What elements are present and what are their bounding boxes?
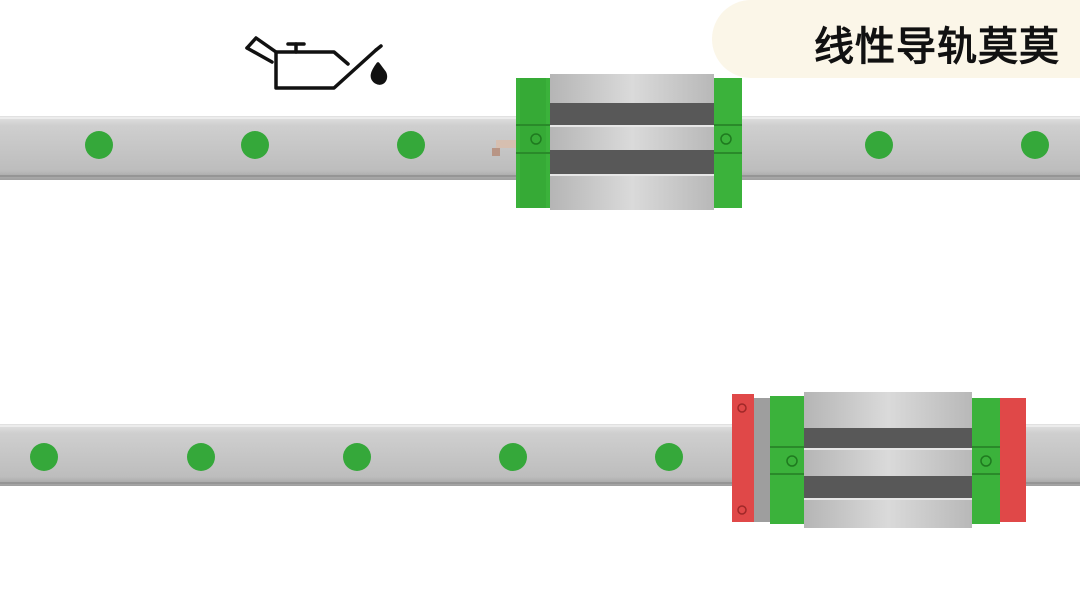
- rail-mounting-dot: [865, 131, 893, 159]
- rail-mounting-dot: [655, 443, 683, 471]
- rail-mounting-dot: [499, 443, 527, 471]
- oil-can-icon: [245, 36, 388, 90]
- rail-mounting-dot: [343, 443, 371, 471]
- watermark-text: 线性导轨莫莫: [814, 24, 1060, 70]
- rail-mounting-dot: [85, 131, 113, 159]
- upper-carriage-block: [492, 74, 742, 210]
- grease-nipple: [492, 140, 516, 156]
- lower-carriage-block: [732, 392, 1026, 528]
- rail-mounting-dot: [397, 131, 425, 159]
- rail-mounting-dot: [187, 443, 215, 471]
- rail-mounting-dot: [241, 131, 269, 159]
- rail-mounting-dot: [1021, 131, 1049, 159]
- rail-mounting-dot: [30, 443, 58, 471]
- watermark-badge: 线性导轨莫莫: [712, 0, 1080, 78]
